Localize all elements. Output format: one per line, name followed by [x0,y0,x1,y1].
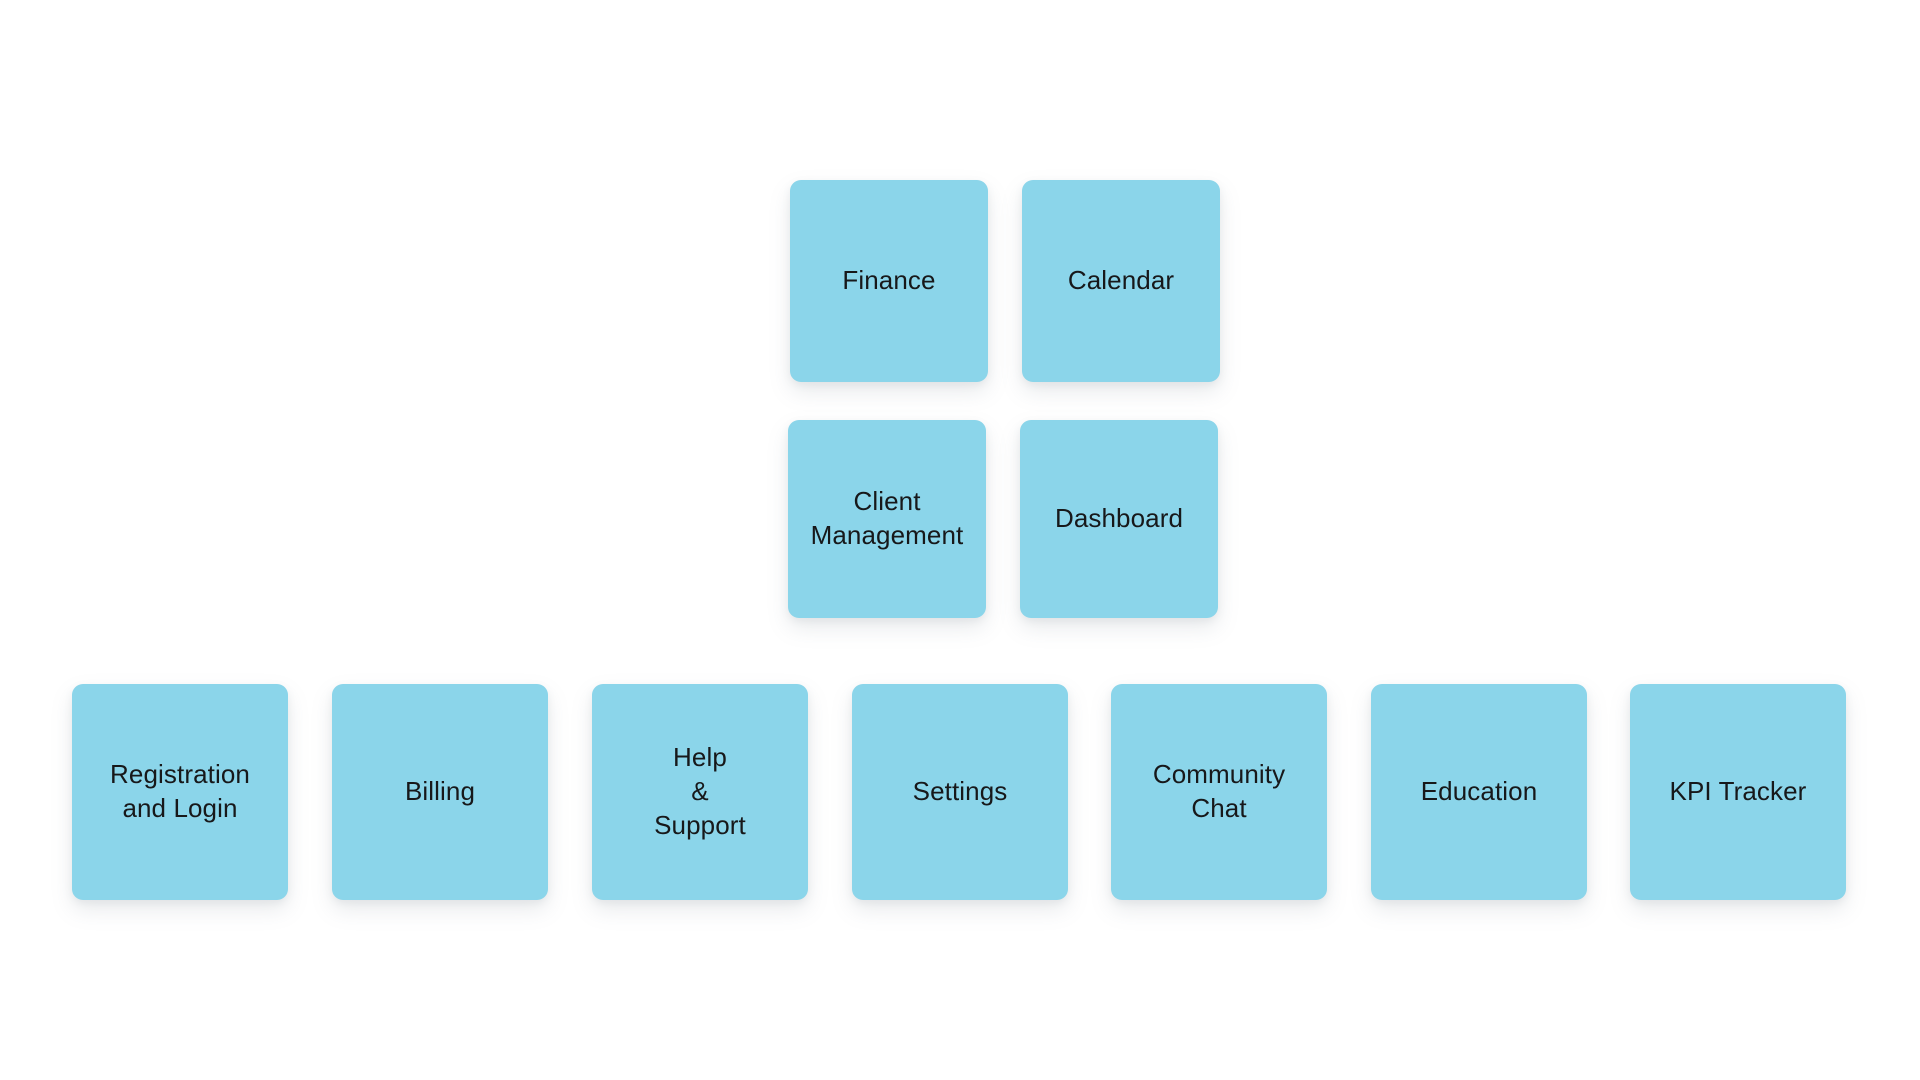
card-finance[interactable]: Finance [790,180,988,382]
card-label: Education [1420,776,1538,807]
card-kpi-tracker[interactable]: KPI Tracker [1630,684,1846,900]
card-billing[interactable]: Billing [332,684,548,900]
card-client-management[interactable]: Client Management [788,420,986,618]
card-label: Help & Support [654,742,746,840]
card-label: Registration and Login [110,759,250,823]
card-calendar[interactable]: Calendar [1022,180,1220,382]
card-education[interactable]: Education [1371,684,1587,900]
card-label: Dashboard [1054,503,1184,534]
card-help-and-support[interactable]: Help & Support [592,684,808,900]
card-settings[interactable]: Settings [852,684,1068,900]
card-label: Calendar [1067,265,1175,296]
card-label: KPI Tracker [1669,776,1807,807]
card-dashboard[interactable]: Dashboard [1020,420,1218,618]
card-label: Finance [842,265,936,296]
card-label: Community Chat [1152,759,1286,823]
card-label: Client Management [810,486,964,550]
card-community-chat[interactable]: Community Chat [1111,684,1327,900]
card-label: Billing [404,776,476,807]
card-label: Settings [912,776,1008,807]
card-registration-and-login[interactable]: Registration and Login [72,684,288,900]
